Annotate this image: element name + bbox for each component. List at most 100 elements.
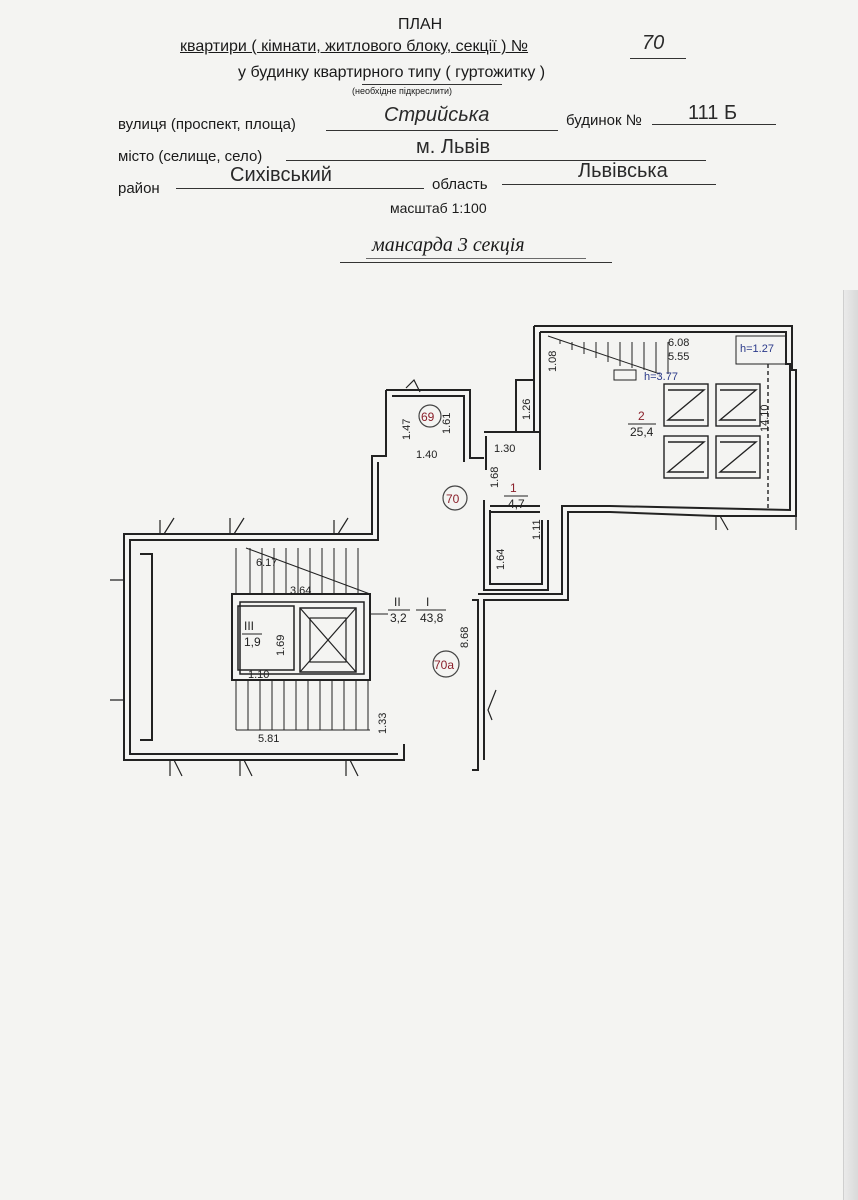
building-underline: [652, 124, 776, 125]
skylight-2: [715, 383, 761, 427]
dim-1-61: 1.61: [441, 413, 453, 434]
dim-1-33: 1.33: [377, 713, 389, 734]
skylight-4: [715, 435, 761, 479]
room-III-area: 1,9: [244, 635, 261, 649]
room-II-area: 3,2: [390, 611, 407, 625]
skylight-3: [663, 435, 709, 479]
apartment-number-underline: [630, 58, 686, 59]
dim-1-30: 1.30: [494, 443, 515, 455]
skylight-3-z: [666, 441, 706, 473]
dim-8-68: 8.68: [459, 627, 471, 648]
city-label: місто (селище, село): [118, 148, 263, 165]
elevator-diag-2: [299, 607, 357, 673]
wall-lobby-top: [123, 389, 484, 761]
floor-caption-underline: [340, 262, 612, 263]
marker-70: 70: [446, 492, 460, 506]
dim-1-26: 1.26: [521, 399, 533, 420]
elevator-cab: [309, 617, 347, 663]
room-2-number: 2: [638, 409, 645, 423]
dim-h-3-77: h=3.77: [644, 371, 678, 383]
dim-1-64: 1.64: [495, 549, 507, 570]
dim-1-40: 1.40: [416, 449, 437, 461]
wall-room2-left: [533, 326, 541, 433]
building-type-underline: [362, 84, 502, 85]
room-III: [237, 605, 295, 671]
room-1-number: 1: [510, 481, 517, 495]
street-underline: [326, 130, 558, 131]
window-mark: [345, 759, 359, 777]
window-mark: [229, 517, 245, 535]
apartment-line-prefix: квартири ( кімнати, житлового блоку, сек…: [180, 38, 529, 55]
window-mark: [239, 759, 253, 777]
wall-room2-inner: [478, 331, 791, 595]
wall-lobby-top-inner: [129, 395, 465, 755]
dim-5-55: 5.55: [668, 351, 689, 363]
wall-room1: [483, 431, 549, 591]
doc-title: ПЛАН: [398, 16, 443, 33]
break-mark: [405, 378, 421, 393]
skylight-2-z: [718, 389, 758, 421]
region-underline: [502, 184, 716, 185]
h127-box: [735, 335, 787, 365]
floor-caption: мансарда 3 секція: [372, 234, 525, 256]
floor-caption-underline-short: [366, 258, 586, 259]
dim-14-10: 14.10: [759, 404, 771, 432]
marker-69-circle: [418, 404, 442, 428]
wall-room1-divider: [490, 505, 540, 513]
window-mark: [333, 517, 349, 535]
dim-1-11: 1.11: [531, 519, 543, 540]
skylight-1: [663, 383, 709, 427]
core-inner: [239, 601, 365, 675]
city-underline: [286, 160, 706, 161]
wall-lobby-right: [472, 599, 479, 771]
marker-70a-circle: [432, 650, 460, 678]
window-mark: [110, 579, 124, 701]
elevator-box: [299, 607, 357, 673]
scale-label: масштаб 1:100: [390, 200, 487, 216]
district-underline: [176, 188, 424, 189]
region-label: область: [432, 176, 488, 193]
building-value: 111 Б: [688, 102, 738, 124]
dim-1-69: 1.69: [275, 635, 287, 656]
street-value: Стрийська: [384, 104, 490, 126]
room-II-number: II: [394, 595, 401, 609]
underline-note: (необхідне підкреслити): [352, 86, 453, 96]
building-type-text: у будинку квартирного типу ( гуртожитку …: [238, 64, 546, 81]
district-label: район: [118, 180, 160, 197]
dim-1-10: 1.10: [248, 669, 269, 681]
window-mark: [169, 759, 183, 777]
dim-h-1-27: h=1.27: [740, 343, 774, 355]
apartment-number: 70: [642, 32, 665, 54]
dim-6-17: 6.17: [256, 557, 277, 569]
dim-1-47: 1.47: [401, 419, 413, 440]
dim-6-08: 6.08: [668, 337, 689, 349]
building-label: будинок №: [566, 112, 642, 129]
room-III-number: III: [244, 619, 254, 633]
room-I-number: I: [426, 595, 429, 609]
marker-69: 69: [421, 410, 435, 424]
wall-lobby-left-inner: [140, 553, 153, 741]
skylight-4-z: [718, 441, 758, 473]
skylight-1-z: [666, 389, 706, 421]
page-edge-shadow: [843, 290, 858, 1200]
window-mark: [715, 515, 729, 531]
stair-diagonal-upper: [245, 547, 371, 595]
slope-line: [547, 335, 661, 375]
region-value: Львівська: [578, 160, 668, 182]
district-value: Сихівський: [230, 164, 332, 186]
building-type-line: у будинку квартирного типу ( гуртожитку …: [238, 64, 545, 82]
apartment-line: квартири ( кімнати, житлового блоку, сек…: [180, 38, 528, 56]
window-mark: [159, 517, 175, 535]
chimney-box: [613, 369, 637, 381]
wall-room2: [483, 325, 797, 760]
dim-1-08: 1.08: [547, 351, 559, 372]
dim-5-81: 5.81: [258, 733, 279, 745]
room-I-area: 43,8: [420, 611, 444, 625]
room-1-area: 4,7: [508, 497, 525, 511]
core-outer: [231, 593, 371, 681]
marker-70a: 70а: [434, 658, 454, 672]
room-2-area: 25,4: [630, 425, 654, 439]
dim-1-68: 1.68: [489, 467, 501, 488]
